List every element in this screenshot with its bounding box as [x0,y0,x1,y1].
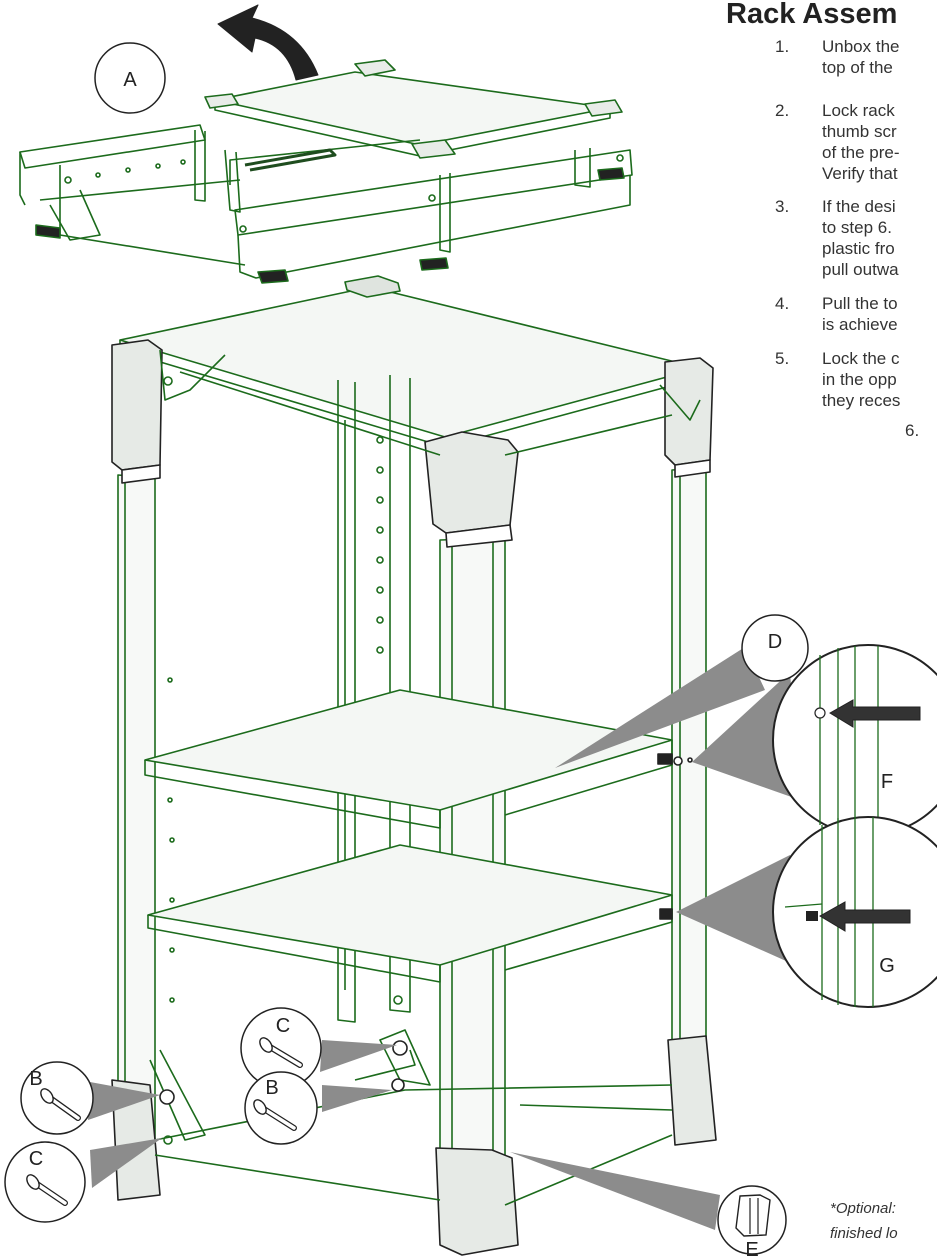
step-text: Lock the c in the opp they reces [822,349,901,410]
callout-f-detail: F [772,644,937,836]
callout-d-label: D [768,631,782,653]
latch-slot-lower [659,908,673,920]
callout-e: E [717,1185,787,1258]
callout-e-label: E [745,1239,758,1258]
step-text: Lock rack thumb scr of the pre- Verify t… [822,101,900,183]
callout-b-center: B [244,1071,318,1145]
step-number: 5. [775,349,790,368]
callout-c-left: C [4,1141,86,1223]
arrow-left-icon [819,901,911,932]
center-post-foot [435,1147,519,1256]
step-number: 4. [775,294,790,313]
arrow-left-icon [829,699,921,728]
callout-pointers [88,647,800,1230]
page-title: Rack Assem [726,0,898,30]
callout-c-center-label: C [276,1015,290,1037]
collapsed-rack-illustration [19,4,633,284]
step-number: 1. [775,37,790,56]
optional-note: *Optional: finished lo [830,1200,898,1242]
callout-c-center: C [240,1007,322,1089]
callout-c-left-label: C [29,1148,43,1170]
assembled-rack-illustration [111,275,717,1256]
step-text: Pull the to is achieve [822,294,898,334]
callout-b-center-circle [244,1071,318,1145]
step-number: 2. [775,101,790,120]
step-number: 6. [905,421,920,440]
callout-a: A [94,42,166,114]
step-text: If the desi to step 6. plastic fro pull … [822,197,899,279]
callout-c-left-circle [4,1141,86,1223]
step-number: 3. [775,197,790,216]
right-post [671,467,707,1091]
rotate-arrow-icon [217,4,319,81]
callout-b-left: B [20,1061,94,1135]
callout-a-label: A [123,69,137,91]
callout-d-circle [741,614,809,682]
post-foot-icon [735,1194,771,1237]
callout-a-circle [94,42,166,114]
latch-slot-upper [657,753,673,765]
callout-g-detail: G [772,816,937,1008]
step-text: Unbox the top of the [822,37,900,77]
callout-g-label: G [879,955,895,977]
callout-b-left-label: B [29,1068,42,1090]
callout-b-center-label: B [265,1077,278,1099]
callout-f-label: F [881,771,893,793]
lower-shelf [147,844,673,966]
callout-d: D [741,614,809,682]
